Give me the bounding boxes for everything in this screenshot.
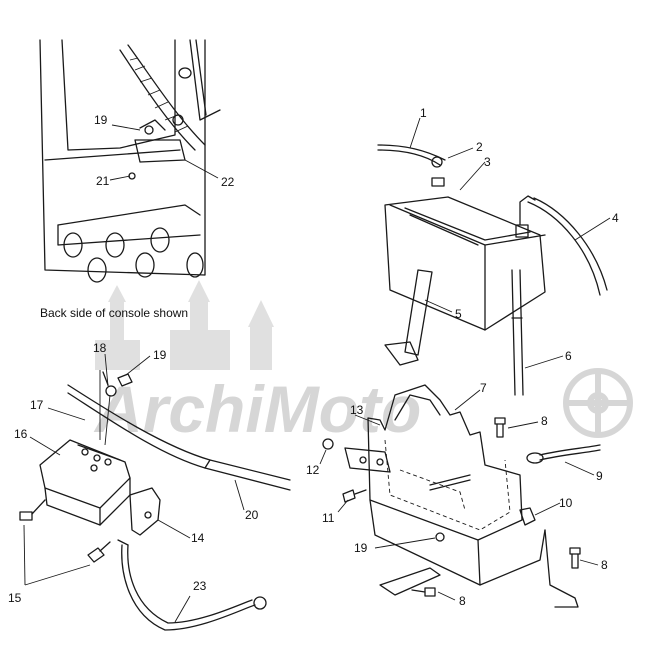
callout-17: 17: [30, 398, 44, 412]
callout-19-console: 19: [94, 113, 108, 127]
callout-11: 11: [322, 511, 335, 525]
callout-2: 2: [476, 140, 483, 154]
leader-lines: [23, 117, 611, 623]
callout-19-tray: 19: [354, 541, 368, 555]
callout-18: 18: [93, 341, 107, 355]
callout-1: 1: [420, 106, 427, 120]
callout-8-right: 8: [601, 558, 608, 572]
callout-19-solenoid: 19: [153, 348, 167, 362]
callout-4: 4: [612, 211, 619, 225]
callout-14: 14: [191, 531, 205, 545]
console-back-view: [39, 39, 221, 283]
diagram-caption: Back side of console shown: [40, 306, 188, 320]
battery-assembly: [377, 144, 608, 396]
callout-13: 13: [350, 403, 364, 417]
callout-16: 16: [14, 427, 28, 441]
callout-9: 9: [596, 469, 603, 483]
callout-8-upper: 8: [541, 414, 548, 428]
callout-numbers: 1 2 3 4 5 6 7 8 8 8 9 10 11 12 13 14 15 …: [8, 106, 619, 608]
callout-12: 12: [306, 463, 320, 477]
battery-tray: [344, 384, 601, 608]
callout-21: 21: [96, 174, 110, 188]
callout-10: 10: [559, 496, 573, 510]
callout-22: 22: [221, 175, 235, 189]
watermark-wheel-icon: [563, 368, 633, 438]
callout-8-bottom: 8: [459, 594, 466, 608]
watermark: ArchiMoto: [93, 280, 633, 446]
callout-5: 5: [455, 307, 462, 321]
callout-6: 6: [565, 349, 572, 363]
fasteners: [19, 371, 581, 597]
callout-20: 20: [245, 508, 259, 522]
watermark-castle-icon: [95, 280, 274, 370]
callout-3: 3: [484, 155, 491, 169]
callout-23: 23: [193, 579, 207, 593]
callout-7: 7: [480, 381, 487, 395]
callout-15: 15: [8, 591, 22, 605]
watermark-text: ArchiMoto: [93, 372, 421, 446]
